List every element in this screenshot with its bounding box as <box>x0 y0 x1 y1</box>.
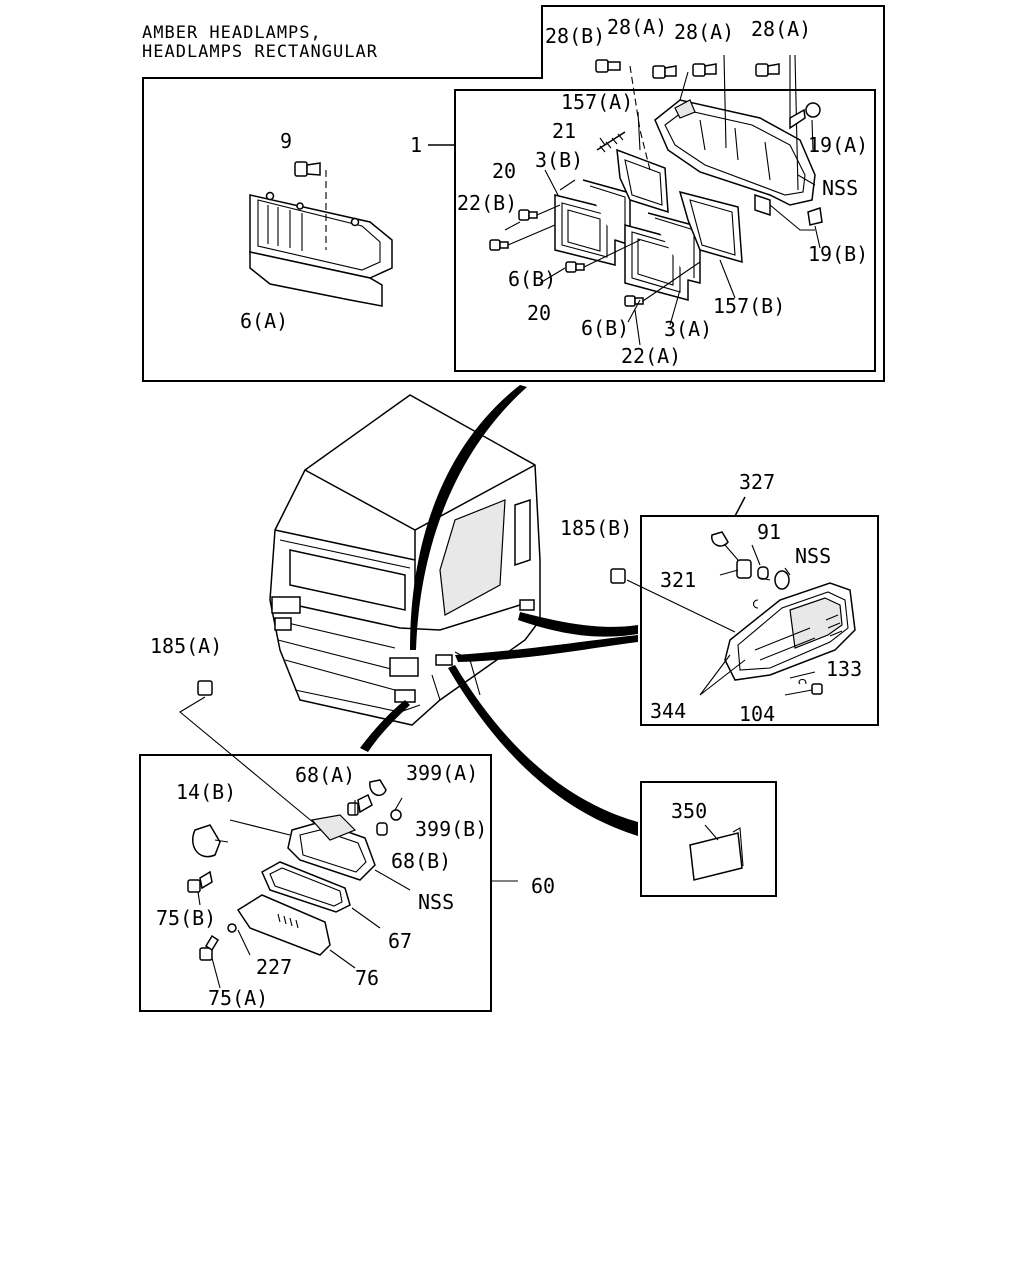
label-399a: 399(A) <box>406 761 478 785</box>
label-68b: 68(B) <box>391 849 451 873</box>
reflector-panel <box>640 781 777 897</box>
diagram-title-line1: AMBER HEADLAMPS, <box>142 23 322 43</box>
side-marker-panel <box>610 496 879 726</box>
label-344: 344 <box>650 699 686 723</box>
label-67: 67 <box>388 929 412 953</box>
part-157a-bracket <box>616 148 669 214</box>
part-14b-socket <box>192 819 291 858</box>
part-6b-headlamp-left <box>554 179 631 266</box>
label-327: 327 <box>739 470 775 494</box>
turn-lamp-panel <box>139 680 518 1012</box>
label-28a-3: 28(A) <box>751 17 811 41</box>
label-104: 104 <box>739 702 775 726</box>
callout-swooshes <box>360 385 638 836</box>
label-76: 76 <box>355 966 379 990</box>
label-28b: 28(B) <box>545 24 605 48</box>
label-nss-2: NSS <box>795 544 831 568</box>
label-321: 321 <box>660 568 696 592</box>
nss-gasket <box>774 570 790 590</box>
label-9: 9 <box>280 129 292 153</box>
label-6b-1: 6(B) <box>508 267 556 291</box>
label-68a: 68(A) <box>295 763 355 787</box>
part-76-lens <box>236 894 331 956</box>
part-185b-nut <box>610 568 626 584</box>
part-19-clips <box>769 102 823 231</box>
turn-lamp-panel-frame <box>139 754 492 1012</box>
truck-cab-illustration <box>269 394 541 726</box>
label-185a: 185(A) <box>150 634 222 658</box>
part-6b-headlamp-right <box>624 212 701 301</box>
label-1: 1 <box>410 133 422 157</box>
label-22a: 22(A) <box>621 344 681 368</box>
label-6a: 6(A) <box>240 309 288 333</box>
label-60: 60 <box>531 874 555 898</box>
callout-labels: 28(B) 28(A) 28(A) 28(A) 157(A) 21 1 9 19… <box>150 15 868 1010</box>
label-157b: 157(B) <box>713 294 785 318</box>
label-350: 350 <box>671 799 707 823</box>
label-19a: 19(A) <box>808 133 868 157</box>
part-6a-bezel <box>249 191 393 307</box>
part-9-screw <box>294 161 327 250</box>
label-133: 133 <box>826 657 862 681</box>
headlamp-subassembly-frame <box>454 89 876 372</box>
label-227: 227 <box>256 955 292 979</box>
label-6b-2: 6(B) <box>581 316 629 340</box>
part-344-marker-lamp <box>724 582 856 681</box>
diagram-title-line2: HEADLAMPS RECTANGULAR <box>142 42 378 62</box>
label-21: 21 <box>552 119 576 143</box>
part-350-reflector <box>689 832 743 881</box>
label-75a: 75(A) <box>208 986 268 1010</box>
part-67-gasket <box>261 861 351 913</box>
part-60-turn-lamp-body <box>287 814 376 881</box>
label-185b: 185(B) <box>560 516 632 540</box>
cab-headlamp-left <box>271 596 301 614</box>
label-20-2: 20 <box>527 301 551 325</box>
label-157a: 157(A) <box>561 90 633 114</box>
cab-headlamp-right <box>389 657 419 677</box>
part-157b-bracket <box>678 190 743 264</box>
label-28a-1: 28(A) <box>607 15 667 39</box>
label-3a: 3(A) <box>664 317 712 341</box>
label-399b: 399(B) <box>415 817 487 841</box>
label-91: 91 <box>757 520 781 544</box>
label-28a-2: 28(A) <box>674 20 734 44</box>
top-panel-leader-lines <box>428 111 821 346</box>
label-3b: 3(B) <box>535 148 583 172</box>
label-nss-3: NSS <box>418 890 454 914</box>
label-20-1: 20 <box>492 159 516 183</box>
part-21-adjust-screw <box>596 131 626 153</box>
part-104-screw <box>811 683 823 695</box>
headlamp-panel-frame <box>142 5 885 382</box>
label-14b: 14(B) <box>176 780 236 804</box>
side-marker-panel-frame <box>640 515 879 726</box>
label-22b: 22(B) <box>457 191 517 215</box>
part-91-bulb <box>757 566 769 580</box>
part-185a-nut <box>197 680 213 696</box>
headlamp-panel: AMBER HEADLAMPS, HEADLAMPS RECTANGULAR <box>142 5 885 382</box>
label-nss-1: NSS <box>822 176 858 200</box>
fasteners-lower <box>187 779 402 961</box>
part-20-22-screws <box>489 204 701 307</box>
part-1-headlamp-bracket <box>654 99 816 217</box>
label-19b: 19(B) <box>808 242 868 266</box>
label-75b: 75(B) <box>156 906 216 930</box>
reflector-panel-frame <box>640 781 777 897</box>
part-321-bulb-socket <box>711 531 790 590</box>
